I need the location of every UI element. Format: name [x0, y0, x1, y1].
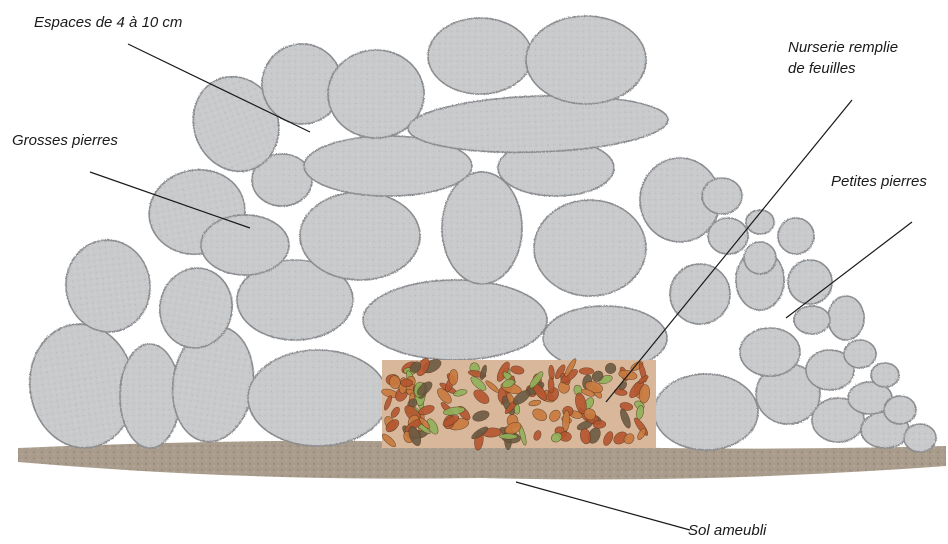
stone	[407, 91, 669, 156]
stone	[654, 374, 758, 450]
stone	[702, 178, 742, 214]
stone	[871, 363, 899, 387]
stone	[884, 396, 916, 424]
label-nursery: Nurserie remplie de feuilles	[788, 37, 898, 79]
stone	[120, 344, 180, 448]
leaf-nursery	[380, 356, 656, 450]
leaf	[593, 420, 606, 428]
stone	[526, 16, 646, 104]
stone	[788, 260, 832, 304]
stone	[61, 236, 154, 336]
label-spaces: Espaces de 4 à 10 cm	[34, 12, 182, 33]
stone	[794, 306, 830, 334]
stone	[778, 218, 814, 254]
stone	[844, 340, 876, 368]
stone	[740, 328, 800, 376]
leaf	[579, 368, 594, 375]
stone	[708, 218, 748, 254]
stone	[300, 192, 420, 280]
leaf	[499, 434, 517, 440]
label-soil: Sol ameubli	[688, 520, 766, 541]
stone	[744, 242, 776, 274]
leader-soil	[516, 482, 690, 530]
stone	[534, 200, 646, 296]
stone	[428, 18, 532, 94]
stone	[248, 350, 388, 446]
stone	[201, 215, 289, 275]
label-small-stones: Petites pierres	[831, 171, 927, 192]
label-nursery-line2: de feuilles	[788, 58, 898, 79]
stone	[670, 264, 730, 324]
leaf	[548, 377, 555, 393]
label-big-stones: Grosses pierres	[12, 130, 118, 151]
label-nursery-line1: Nurserie remplie	[788, 37, 898, 58]
stone	[828, 296, 864, 340]
leaf	[401, 379, 413, 387]
stone	[904, 424, 936, 452]
stone	[442, 172, 522, 284]
stone	[363, 280, 547, 360]
